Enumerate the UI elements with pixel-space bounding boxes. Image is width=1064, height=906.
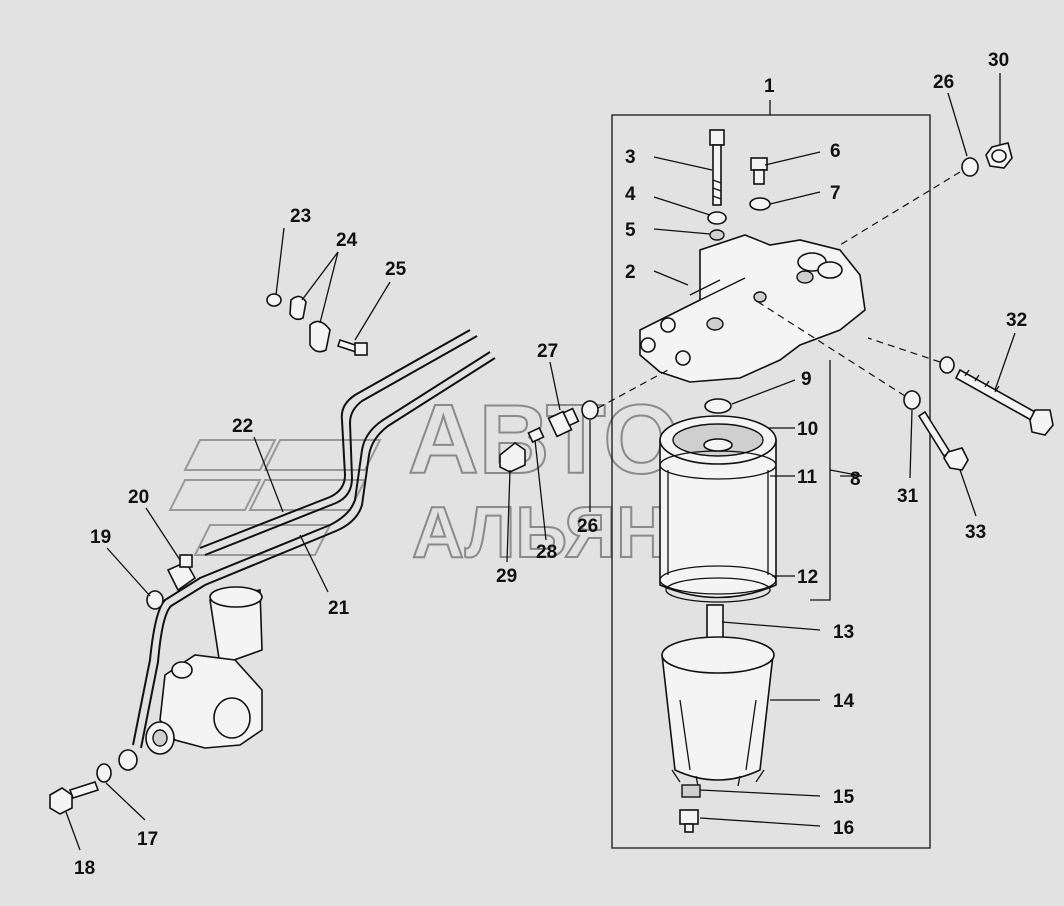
filter-element [659, 415, 777, 603]
watermark-logo [168, 439, 382, 556]
washer-26-top [961, 157, 979, 177]
bolt-3 [709, 129, 725, 206]
callout-25: 25 [385, 259, 407, 280]
callout-21: 21 [328, 598, 350, 619]
callout-19: 19 [90, 527, 111, 548]
bolt-33 [917, 410, 969, 471]
callouts: 1 2 3 4 5 6 7 8 9 10 11 12 13 14 15 16 1… [74, 50, 1027, 879]
callout-6: 6 [830, 141, 841, 162]
callout-15: 15 [833, 787, 855, 808]
leader-lines [65, 73, 1016, 851]
bolt-32 [954, 368, 1054, 436]
callout-3: 3 [625, 147, 636, 168]
washer-26-mid [581, 400, 599, 420]
clip-23 [266, 293, 282, 307]
callout-2: 2 [625, 262, 636, 283]
callout-13: 13 [833, 622, 854, 643]
washer-19 [146, 590, 164, 610]
banjo-eye [118, 749, 138, 771]
callout-30: 30 [988, 50, 1009, 71]
bolt-18 [49, 781, 100, 815]
callout-31: 31 [897, 486, 919, 507]
callout-4: 4 [625, 184, 636, 205]
filter-head [639, 234, 866, 383]
callout-24: 24 [336, 230, 358, 251]
callout-33: 33 [965, 522, 986, 543]
bolt-30 [985, 142, 1013, 169]
callout-27: 27 [537, 341, 558, 362]
washer-31a [939, 356, 955, 374]
drain-plug-16 [679, 809, 699, 833]
callout-26-mid: 26 [577, 516, 598, 537]
watermark-line1: АВТО [408, 384, 679, 494]
washer-7 [749, 197, 771, 211]
oring-9 [704, 398, 732, 414]
bowl-14 [661, 636, 775, 787]
plug-15 [681, 784, 701, 798]
plug-6 [750, 157, 768, 185]
callout-1: 1 [764, 76, 775, 97]
callout-7: 7 [830, 183, 841, 204]
fitting-20 [166, 554, 197, 592]
callout-23: 23 [290, 206, 311, 227]
fuel-line-22 [132, 351, 496, 749]
callout-26-top: 26 [933, 72, 954, 93]
washer-4 [707, 211, 727, 225]
callout-16: 16 [833, 818, 854, 839]
pump-housing [145, 586, 263, 755]
callout-10: 10 [797, 419, 818, 440]
callout-9: 9 [801, 369, 812, 390]
callout-5: 5 [625, 220, 636, 241]
callout-29: 29 [496, 566, 517, 587]
callout-22: 22 [232, 416, 253, 437]
callout-18: 18 [74, 858, 95, 879]
callout-14: 14 [833, 691, 855, 712]
clamp-24 [289, 295, 331, 353]
assembly-frame [611, 114, 931, 849]
nut-29 [499, 442, 526, 473]
fuel-line-21 [199, 329, 478, 556]
callout-32: 32 [1006, 310, 1027, 331]
ferrule-28 [527, 426, 545, 444]
union-27 [547, 407, 580, 438]
callout-11: 11 [797, 467, 818, 488]
washer-17 [96, 763, 112, 783]
callout-28: 28 [536, 542, 557, 563]
callout-12: 12 [797, 567, 818, 588]
bolt-25 [336, 338, 368, 356]
washer-31b [903, 390, 921, 410]
callout-8: 8 [850, 469, 861, 490]
callout-20: 20 [128, 487, 149, 508]
washer-5 [709, 229, 725, 241]
callout-17: 17 [137, 829, 158, 850]
